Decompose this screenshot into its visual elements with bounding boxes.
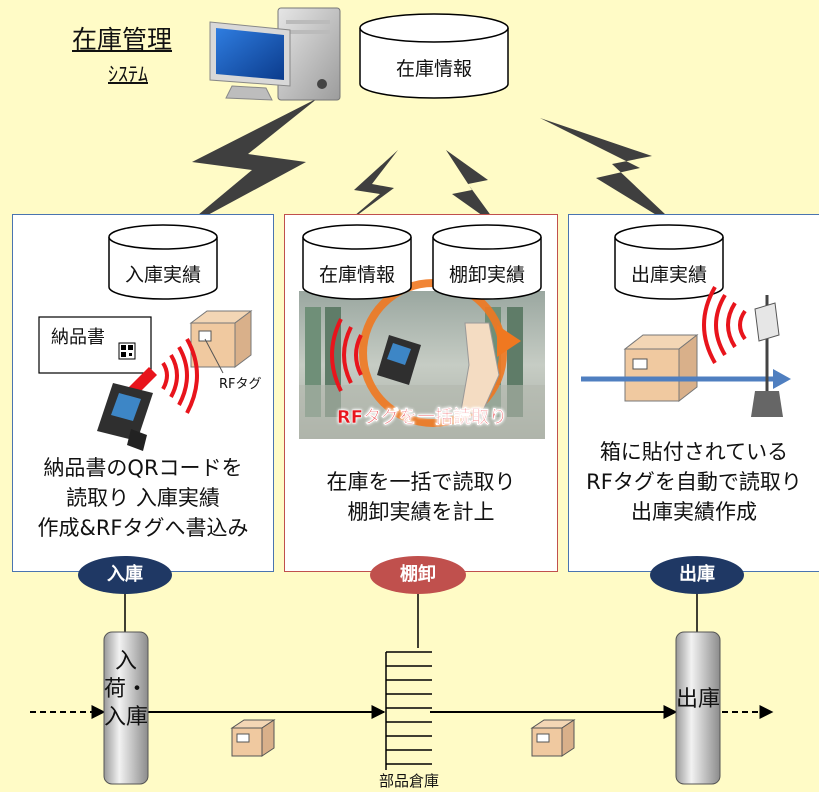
- cardboard-box-icon: [189, 310, 253, 374]
- delivery-note-label: 納品書: [51, 327, 105, 348]
- shipping-station-box: [675, 631, 721, 785]
- shipping-database-icon: [614, 224, 724, 300]
- shipping-panel-graphics: [581, 224, 791, 417]
- stage-badge-receiving: 入庫: [78, 556, 172, 594]
- top-database-icon: [359, 13, 509, 99]
- delivery-note-icon: [38, 316, 152, 374]
- stage-badge-shipping: 出庫: [650, 556, 744, 594]
- receiving-database-label: 入庫実績: [124, 264, 201, 286]
- receiving-station-label: 入荷・入庫: [104, 649, 149, 730]
- inventory-db-label: 在庫情報: [318, 264, 395, 286]
- top-database-label: 在庫情報: [395, 58, 472, 80]
- shipping-station-label: 出庫: [676, 687, 721, 712]
- receiving-description: 納品書のQRコードを 読取り 入庫実績 作成&RFタグへ書込み: [37, 456, 249, 540]
- package-icon: [230, 719, 276, 757]
- warehouse-shelf-icon: [385, 651, 432, 770]
- inventory-photo: [299, 279, 545, 439]
- stocktake-db-label: 棚卸実績: [448, 264, 525, 286]
- shipping-database-label: 出庫実績: [630, 264, 707, 286]
- shipping-panel: 出庫実績 箱に貼付されている RFタグを自動で読取り 出庫実績作成: [568, 214, 819, 572]
- stage-badge-inventory: 棚卸: [370, 556, 466, 594]
- system-subtitle: ｼｽﾃﾑ: [108, 62, 148, 86]
- wireless-bolt-mid-right-icon: [446, 150, 500, 228]
- system-title: 在庫管理: [72, 25, 173, 54]
- wireless-bolt-left-icon: [180, 98, 318, 230]
- shipping-description: 箱に貼付されている RFタグを自動で読取り 出庫実績作成: [586, 440, 802, 524]
- computer-icon: [209, 7, 341, 101]
- receiving-station-box: [103, 631, 149, 785]
- wireless-bolt-right-icon: [540, 118, 684, 232]
- rfid-gate-antenna-icon: [751, 295, 783, 417]
- rf-waves-icon: [702, 285, 747, 365]
- stocktake-db-icon: [432, 224, 542, 300]
- inventory-panel-graphics: [299, 224, 545, 439]
- receiving-database-icon: [108, 224, 218, 300]
- warehouse-label: 部品倉庫: [378, 772, 439, 790]
- wireless-bolt-mid-left-icon: [340, 150, 398, 228]
- package-icon: [530, 719, 576, 757]
- inventory-panel: 在庫情報 棚卸実績 RFタグを一括読取り 在庫を一括で読取り 棚卸実績を計上: [284, 214, 558, 572]
- shipping-box-icon: [623, 333, 699, 403]
- handheld-scanner-icon: [97, 367, 157, 451]
- inventory-description: 在庫を一括で読取り 棚卸実績を計上: [326, 470, 516, 524]
- receiving-panel-graphics: [38, 224, 253, 451]
- rf-waves-icon: [161, 338, 199, 414]
- inventory-db-icon: [302, 224, 412, 300]
- conveyor-arrow-icon: [581, 369, 791, 389]
- photo-caption: RFタグを一括読取り: [336, 407, 508, 428]
- receiving-panel: 入庫実績 納品書 RFタグ 納品書のQRコードを 読取り 入庫実績 作成&RFタ…: [12, 214, 274, 572]
- rf-tag-label: RFタグ: [219, 377, 262, 392]
